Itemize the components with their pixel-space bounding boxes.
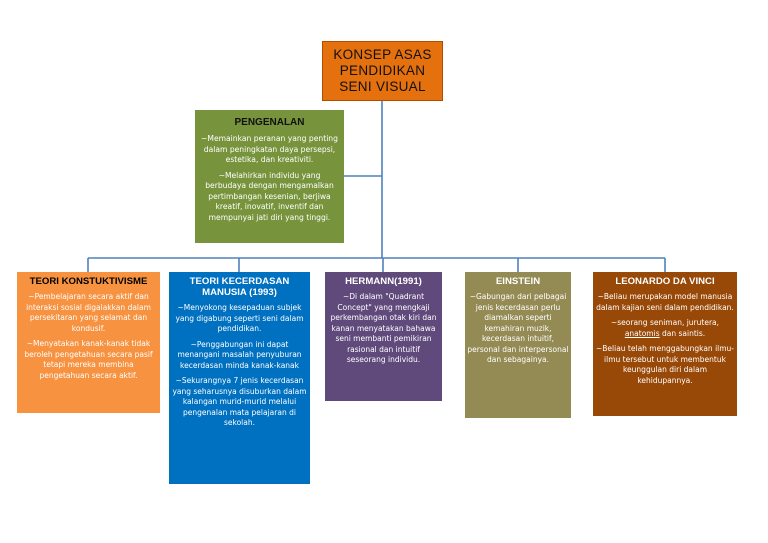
konstruktivisme-box: TEORI KONSTUKTIVISME ~Pembelajaran secar…	[17, 272, 160, 413]
title-box: KONSEP ASAS PENDIDIKAN SENI VISUAL	[322, 41, 443, 101]
pengenalan-point-1: ~Memainkan peranan yang penting dalam pe…	[201, 134, 338, 164]
da-vinci-heading: LEONARDO DA VINCI	[615, 276, 715, 287]
einstein-heading: EINSTEIN	[495, 276, 541, 287]
konstruktivisme-heading: TEORI KONSTUKTIVISME	[29, 276, 148, 287]
kecerdasan-point-1: ~Menyokong kesepaduan subjek yang digabu…	[175, 303, 304, 333]
hermann-heading: HERMANN(1991)	[345, 276, 422, 287]
einstein-point-1: ~Gabungan dari pelbagai jenis kecerdasan…	[467, 292, 569, 364]
hermann-point-1: ~Di dalam "Quadrant Concept" yang mengka…	[330, 292, 437, 364]
da-vinci-point-2-start: ~seorang seniman, jurutera,	[610, 318, 720, 327]
konstruktivisme-point-2: ~Menyatakan kanak-kanak tidak beroleh pe…	[24, 339, 153, 380]
title-line-1: KONSEP ASAS	[333, 47, 432, 62]
da-vinci-point-2: ~seorang seniman, jurutera, anatomis dan…	[595, 318, 735, 339]
kecerdasan-box: TEORI KECERDASAN MANUSIA (1993) ~Menyoko…	[169, 272, 310, 484]
da-vinci-point-1: ~Beliau merupakan model manusia dalam ka…	[596, 292, 734, 312]
da-vinci-box: LEONARDO DA VINCI ~Beliau merupakan mode…	[593, 272, 737, 416]
kecerdasan-point-3: ~Sekurangnya 7 jenis kecerdasan yang seh…	[172, 376, 307, 427]
pengenalan-point-2: ~Melahirkan individu yang berbudaya deng…	[205, 170, 334, 222]
kecerdasan-point-2: ~Penggabungan ini dapat menangani masala…	[177, 339, 302, 370]
pengenalan-box: PENGENALAN ~Memainkan peranan yang penti…	[195, 110, 344, 243]
konstruktivisme-point-1: ~Pembelajaran secara aktif dan interaksi…	[26, 292, 151, 333]
da-vinci-point-3: ~Beliau telah menggabungkan ilmu-ilmu te…	[595, 344, 734, 385]
title-line-3: SENI VISUAL	[339, 79, 426, 94]
pengenalan-heading: PENGENALAN	[234, 117, 305, 128]
da-vinci-point-2-end: dan saintis.	[659, 328, 706, 338]
anatomis-word: anatomis	[624, 328, 660, 338]
title-line-2: PENDIDIKAN	[339, 63, 426, 78]
kecerdasan-heading: TEORI KECERDASAN MANUSIA (1993)	[189, 276, 290, 298]
hermann-box: HERMANN(1991) ~Di dalam "Quadrant Concep…	[325, 272, 442, 401]
einstein-box: EINSTEIN ~Gabungan dari pelbagai jenis k…	[465, 272, 571, 418]
